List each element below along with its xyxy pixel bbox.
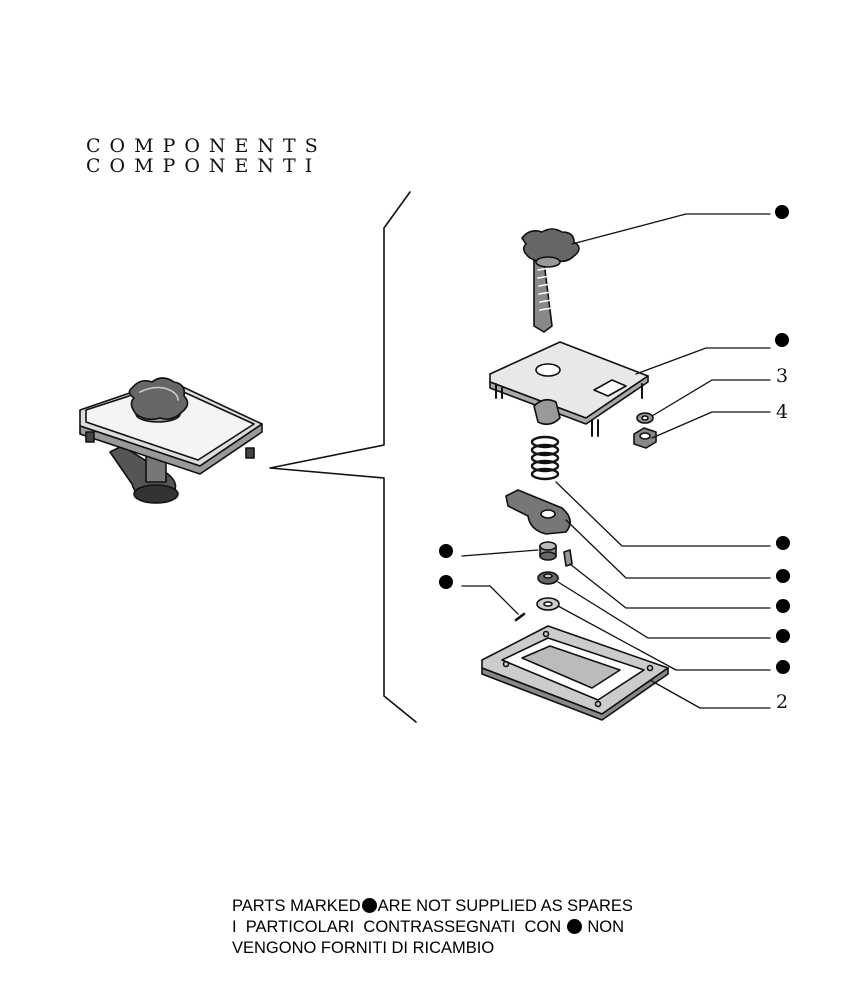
callout-number-2: 2 [776, 691, 788, 713]
callout-dot-c5 [776, 536, 790, 550]
note-line-3: VENGONO FORNITI DI RICAMBIO [232, 939, 495, 957]
leader-c3 [651, 379, 771, 417]
leader-c11 [461, 549, 539, 557]
leader-c5 [555, 481, 771, 547]
callout-dot-c6 [776, 569, 790, 583]
washer-3 [636, 412, 654, 424]
note-line-2: I PARTICOLARI CONTRASSEGNATI CON NON [232, 918, 624, 936]
leader-c1 [571, 213, 771, 245]
clamp-plate [489, 341, 649, 437]
bushing [539, 541, 557, 561]
callout-dot-c11 [439, 544, 453, 558]
leader-lines [461, 213, 771, 709]
leader-c8 [557, 581, 771, 639]
leader-c4 [651, 411, 771, 439]
gasket-2 [481, 625, 669, 721]
leader-c10 [649, 679, 771, 709]
callout-dot-c8 [776, 629, 790, 643]
callout-dot-c2 [775, 333, 789, 347]
roll-pin [563, 549, 573, 567]
bullet-marker-icon [566, 919, 582, 934]
spring [530, 435, 560, 481]
assembly-bracket [269, 191, 417, 723]
callout-dot-c9 [776, 660, 790, 674]
bullet-marker-icon [361, 898, 377, 913]
star-knob-screw [521, 228, 580, 333]
leader-c6 [565, 519, 771, 579]
callout-number-3: 3 [776, 365, 788, 387]
callout-dot-c1 [775, 205, 789, 219]
assembled-clamp [79, 377, 263, 504]
leader-c7 [569, 563, 771, 609]
flat-washer [536, 597, 560, 611]
callout-dot-c12 [439, 575, 453, 589]
callout-number-4: 4 [776, 401, 788, 423]
heading-italian: COMPONENTI [86, 155, 322, 177]
lever [505, 489, 571, 535]
leader-c2 [635, 347, 771, 375]
callout-markers: 3 4 2 [439, 205, 790, 713]
split-pin [514, 612, 526, 622]
spring-washer [537, 571, 559, 585]
leader-c12 [461, 585, 519, 615]
heading-english: COMPONENTS [86, 135, 327, 157]
leader-c9 [557, 605, 771, 671]
nut-4 [633, 427, 657, 449]
callout-dot-c7 [776, 599, 790, 613]
